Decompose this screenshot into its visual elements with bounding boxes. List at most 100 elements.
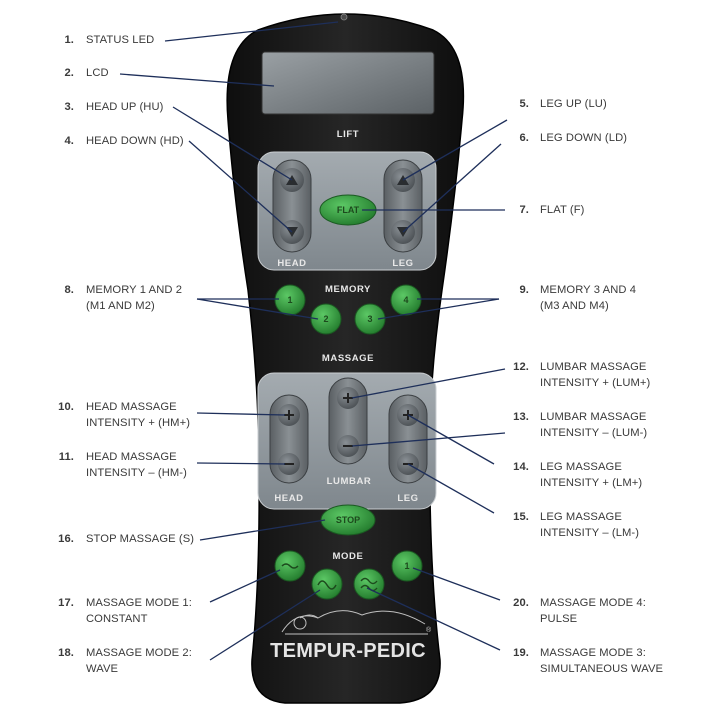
leader-10 xyxy=(196,412,286,416)
simultaneous-wave-icon xyxy=(360,577,378,592)
callout-16: 16.STOP MASSAGE (S) xyxy=(48,532,194,548)
callout-number: 7. xyxy=(519,204,529,216)
callout-number: 10. xyxy=(58,401,74,413)
callout-number: 13. xyxy=(513,411,529,423)
leader-18 xyxy=(209,589,321,661)
mode-3-button[interactable] xyxy=(353,568,385,600)
callout-line: MASSAGE MODE 4: xyxy=(540,597,646,609)
memory-2-button[interactable] xyxy=(310,303,342,335)
section-mode-label: MODE xyxy=(333,551,364,562)
callout-6: 6. LEG DOWN (LD) xyxy=(503,131,627,147)
leader-1 xyxy=(164,21,339,42)
callout-17: 17.MASSAGE MODE 1:CONSTANT xyxy=(48,596,192,627)
callout-line: INTENSITY + (HM+) xyxy=(86,416,191,429)
callout-number: 18. xyxy=(58,647,74,659)
callout-line: (M1 AND M2) xyxy=(86,299,155,312)
callout-line: MASSAGE MODE 3: xyxy=(540,647,646,659)
callout-line: HEAD MASSAGE xyxy=(86,451,177,463)
stop-button-label: STOP xyxy=(336,515,360,525)
callout-number: 4. xyxy=(64,135,74,147)
callout-line: LEG MASSAGE xyxy=(540,511,622,523)
brand-registered-mark: ® xyxy=(426,626,432,634)
callout-line: STATUS LED xyxy=(86,34,155,46)
callout-line: MASSAGE MODE 2: xyxy=(86,647,192,659)
callout-line: LUMBAR MASSAGE xyxy=(540,361,647,373)
callout-number: 11. xyxy=(58,451,74,463)
callout-line: LEG UP (LU) xyxy=(540,98,607,110)
callout-line: FLAT (F) xyxy=(540,204,585,216)
leader-17 xyxy=(209,569,281,603)
callout-3: 3.HEAD UP (HU) xyxy=(48,100,163,116)
callout-line: MEMORY 3 AND 4 xyxy=(540,284,637,296)
callout-number: 15. xyxy=(513,511,529,523)
callout-line: INTENSITY – (HM-) xyxy=(86,466,187,479)
pulse-icon: 1 xyxy=(404,561,409,571)
flat-button-label: FLAT xyxy=(337,205,360,215)
leader-11 xyxy=(196,462,286,465)
massage-lumbar-label: LUMBAR xyxy=(327,476,372,487)
memory-1-label: 1 xyxy=(287,295,292,305)
callout-line: HEAD DOWN (HD) xyxy=(86,135,184,147)
leader-lines xyxy=(119,21,508,661)
callout-number: 12. xyxy=(513,361,529,373)
lcd-screen xyxy=(261,51,435,115)
leader-3 xyxy=(172,106,293,181)
callout-18: 18.MASSAGE MODE 2:WAVE xyxy=(48,646,192,677)
memory-4-label: 4 xyxy=(403,295,408,305)
callout-1: 1. STATUS LED xyxy=(48,33,154,49)
plus-icon xyxy=(343,393,353,403)
section-memory-label: MEMORY xyxy=(325,284,371,295)
callout-line: INTENSITY – (LM-) xyxy=(540,526,640,539)
callout-line: SIMULTANEOUS WAVE xyxy=(540,662,664,675)
leader-4 xyxy=(188,140,293,233)
leader-14 xyxy=(407,414,495,465)
section-massage-label: MASSAGE xyxy=(322,353,374,364)
leader-12 xyxy=(351,368,506,399)
callout-number: 1. xyxy=(64,34,74,46)
callout-line: LEG DOWN (LD) xyxy=(540,132,628,144)
section-lift-label: LIFT xyxy=(337,129,359,140)
wave-icon xyxy=(317,580,337,590)
callout-number: 2. xyxy=(64,67,74,79)
callout-line: PULSE xyxy=(540,612,578,625)
callout-number: 17. xyxy=(58,597,74,609)
leader-19 xyxy=(366,587,501,651)
leader-6 xyxy=(402,143,502,233)
brand-logo: TEMPUR-PEDIC xyxy=(270,640,426,662)
callout-number: 6. xyxy=(519,132,529,144)
callout-11: 11. HEAD MASSAGE INTENSITY – (HM-) xyxy=(48,450,187,481)
callout-line: INTENSITY + (LUM+) xyxy=(540,376,651,389)
plus-icon xyxy=(284,410,294,420)
callout-line: STOP MASSAGE (S) xyxy=(86,533,195,545)
callout-number: 3. xyxy=(64,101,74,113)
callout-2: 2. LCD xyxy=(48,66,109,82)
massage-head-label: HEAD xyxy=(274,493,303,504)
leader-5 xyxy=(402,119,508,181)
leader-8b xyxy=(196,298,319,320)
callout-line: INTENSITY – (LUM-) xyxy=(540,426,648,439)
callout-number: 5. xyxy=(519,98,529,110)
callout-line: MEMORY 1 AND 2 xyxy=(86,284,183,296)
callout-20: 20.MASSAGE MODE 4:PULSE xyxy=(503,596,646,627)
mode-4-button[interactable] xyxy=(391,550,423,582)
memory-3-label: 3 xyxy=(367,314,372,324)
callout-9: 9.MEMORY 3 AND 4(M3 AND M4) xyxy=(503,283,636,314)
lift-leg-label: LEG xyxy=(392,258,413,269)
callout-line: LUMBAR MASSAGE xyxy=(540,411,647,423)
callout-15: 15. LEG MASSAGE INTENSITY – (LM-) xyxy=(503,510,639,541)
callout-12: 12. LUMBAR MASSAGE INTENSITY + (LUM+) xyxy=(503,360,650,391)
callout-line: (M3 AND M4) xyxy=(540,299,609,312)
callout-number: 19. xyxy=(513,647,529,659)
callout-7: 7. FLAT (F) xyxy=(503,203,585,219)
callout-8: 8.MEMORY 1 AND 2(M1 AND M2) xyxy=(48,283,182,314)
callout-line: CONSTANT xyxy=(86,612,148,625)
callout-5: 5. LEG UP (LU) xyxy=(503,97,607,113)
massage-leg-label: LEG xyxy=(397,493,418,504)
callout-line: INTENSITY + (LM+) xyxy=(540,476,643,489)
lift-head-label: HEAD xyxy=(277,258,306,269)
leader-9b xyxy=(377,298,500,320)
memory-3-button[interactable] xyxy=(354,303,386,335)
callout-line: LCD xyxy=(86,67,109,79)
